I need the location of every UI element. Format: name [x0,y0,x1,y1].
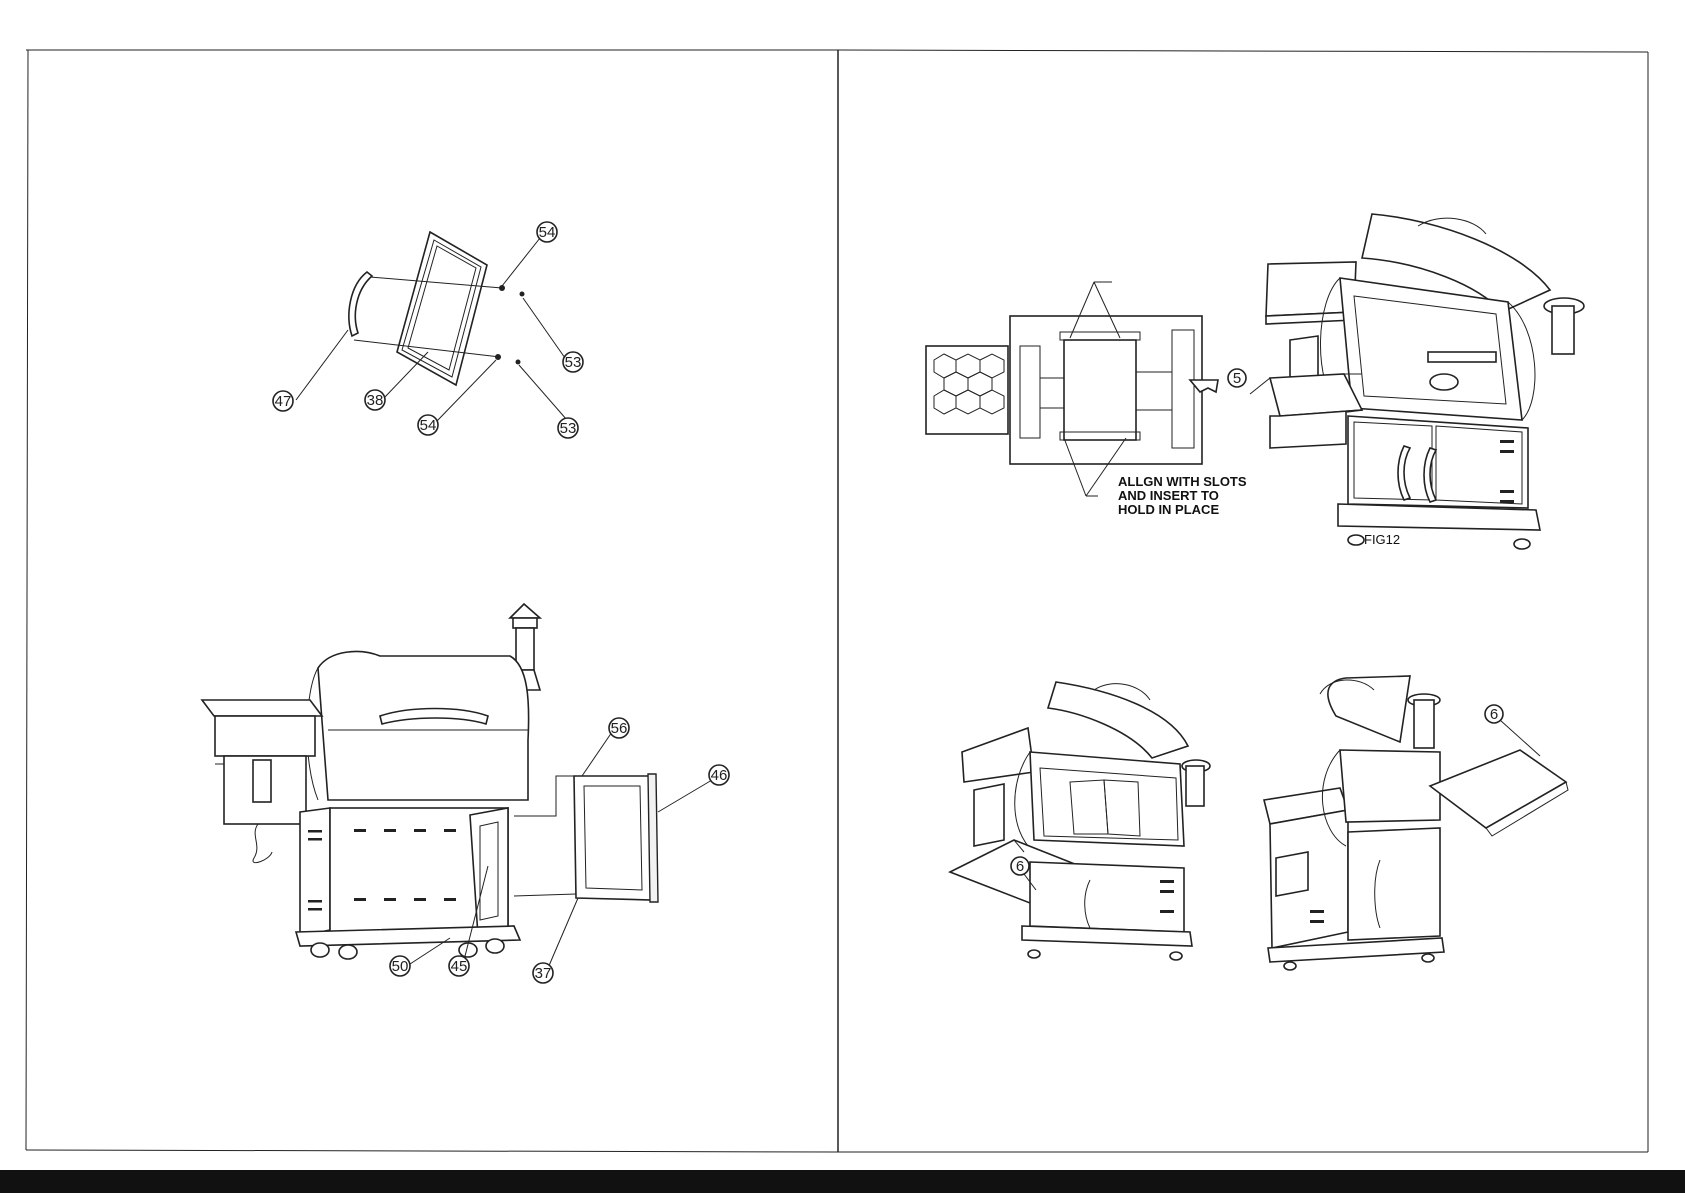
grill-front-shelf-view: 6 [950,682,1210,960]
svg-text:HOLD IN PLACE: HOLD IN PLACE [1118,502,1219,517]
svg-text:54: 54 [539,224,556,241]
callout-54-a: 54 [537,222,557,242]
chimney-right [1544,298,1584,354]
callout-6-b: 6 [1485,705,1503,723]
svg-text:46: 46 [711,767,728,784]
grill-side-shelf-view: 6 [1264,676,1568,970]
cabinet-door-part [574,774,658,902]
callout-50: 50 [390,956,410,976]
callout-54-b: 54 [418,415,438,435]
align-instruction-note: ALLGN WITH SLOTS AND INSERT TO HOLD IN P… [1118,474,1247,517]
callout-37: 37 [533,963,553,983]
callout-46: 46 [709,765,729,785]
svg-text:54: 54 [420,417,437,434]
svg-text:6: 6 [1490,706,1498,723]
grill-top-view [926,282,1218,496]
shelf-part-5 [1250,374,1362,448]
svg-text:53: 53 [565,354,582,371]
door-frame-exploded-view: 54 47 38 54 53 53 [273,222,583,438]
callout-53-a: 53 [563,352,583,372]
callout-6-a: 6 [1011,857,1029,875]
svg-text:47: 47 [275,393,292,410]
svg-text:ALLGN WITH SLOTS: ALLGN WITH SLOTS [1118,474,1247,489]
folding-shelf-part-6-b [1430,750,1568,836]
svg-text:AND INSERT TO: AND INSERT TO [1118,488,1219,503]
callout-5: 5 [1228,369,1246,387]
svg-text:38: 38 [367,392,384,409]
callout-56: 56 [609,718,629,738]
scan-bottom-edge [0,1170,1685,1193]
svg-text:37: 37 [535,965,552,982]
door-frame-part [397,232,487,385]
grill-open-lid-shelf-install: 5 FIG12 [1228,214,1584,549]
svg-text:45: 45 [451,958,468,975]
svg-text:53: 53 [560,420,577,437]
callout-53-b: 53 [558,418,578,438]
grill-door-exploded-view: 56 46 50 45 37 [202,604,729,983]
right-page-frame [838,50,1648,1152]
svg-text:5: 5 [1233,370,1241,387]
grill-barrel [307,652,529,800]
svg-text:50: 50 [392,958,409,975]
callout-38: 38 [365,390,385,410]
svg-text:6: 6 [1016,858,1024,875]
callout-45: 45 [449,956,469,976]
door-handle-part [349,272,372,336]
figure-label-fig12: FIG12 [1364,532,1400,547]
callout-47: 47 [273,391,293,411]
grill-cabinet [296,808,520,946]
svg-text:56: 56 [611,720,628,737]
left-page-frame [26,50,838,1152]
